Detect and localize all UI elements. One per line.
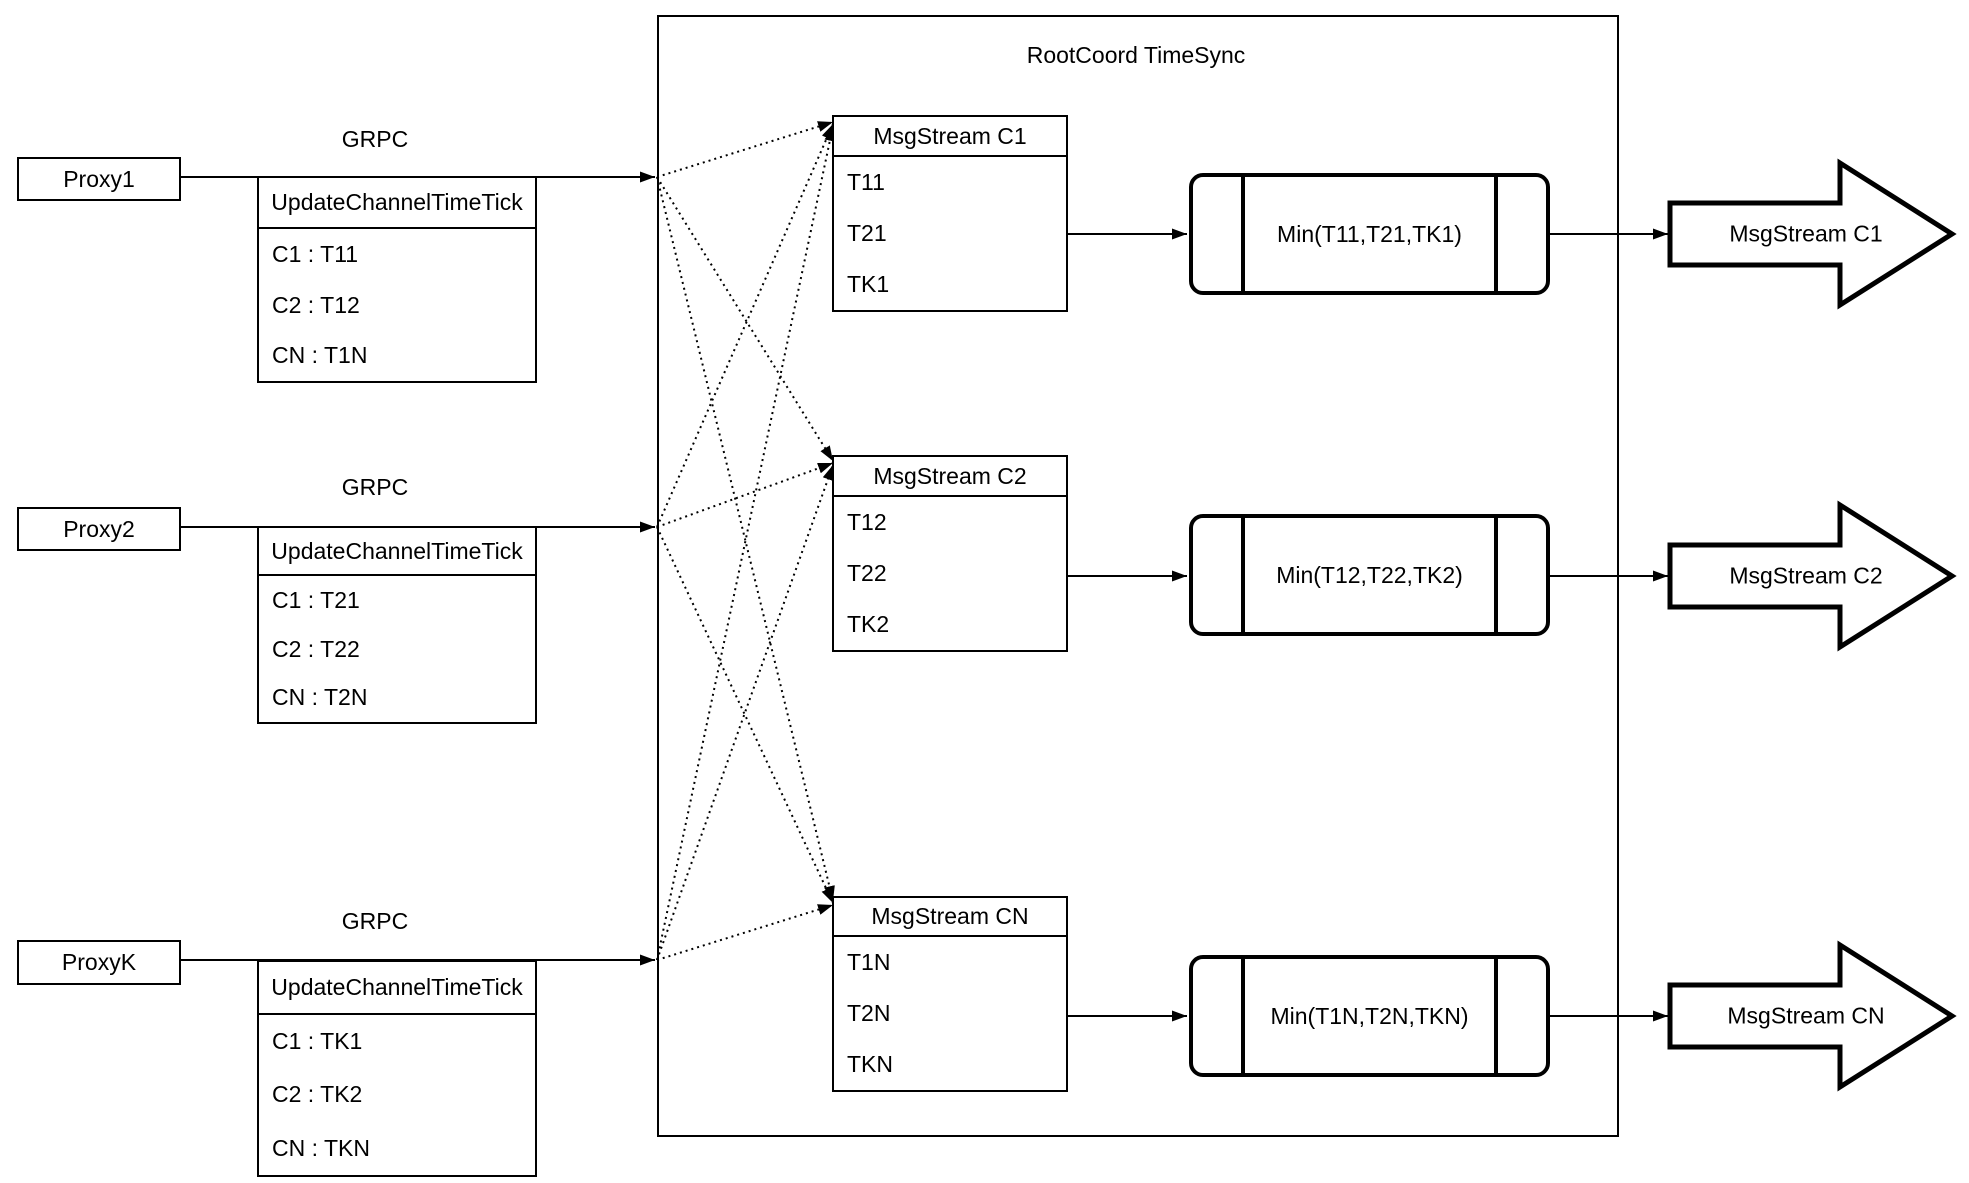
min-node-2-label: Min(T12,T22,TK2) xyxy=(1276,561,1463,588)
table-row: CN : T1N xyxy=(272,342,368,369)
output-arrow-shape-c1 xyxy=(1667,158,1957,310)
proxyk-label: ProxyK xyxy=(61,949,137,975)
output-arrow-c2-label: MsgStream C2 xyxy=(1729,562,1883,589)
table-row: C1 : T11 xyxy=(272,240,359,267)
update-table-3-body: C1 : TK1 C2 : TK2 CN : TKN xyxy=(259,1015,535,1175)
table-row: CN : T2N xyxy=(272,684,368,711)
proxy1-box: Proxy1 xyxy=(17,157,181,201)
table-row: C1 : TK1 xyxy=(272,1028,363,1055)
update-table-1-header: UpdateChannelTimeTick xyxy=(259,178,535,229)
proxy2-box: Proxy2 xyxy=(17,507,181,551)
min-node-2-right-divider xyxy=(1494,518,1498,632)
update-table-3-header: UpdateChannelTimeTick xyxy=(259,962,535,1015)
update-channel-timetick-table-1: UpdateChannelTimeTick C1 : T11 C2 : T12 … xyxy=(257,176,537,383)
dotted-link-proxy1-c1 xyxy=(656,121,834,178)
grpc-label-row1: GRPC xyxy=(341,126,409,152)
proxyk-box: ProxyK xyxy=(17,940,181,985)
msgstream-c1-table: MsgStream C1 T11 T21 TK1 xyxy=(832,115,1068,312)
min-node-2: Min(T12,T22,TK2) xyxy=(1189,514,1550,636)
table-row: TKN xyxy=(847,1051,893,1077)
table-row: T22 xyxy=(847,560,887,586)
output-arrow-shape-cn xyxy=(1667,940,1957,1092)
msgstream-c2-body: T12 T22 TK2 xyxy=(834,497,1066,650)
update-table-2-body: C1 : T21 C2 : T22 CN : T2N xyxy=(259,576,535,722)
update-table-2-header: UpdateChannelTimeTick xyxy=(259,528,535,576)
table-row: T2N xyxy=(847,1000,891,1026)
dotted-link-proxy1-c2 xyxy=(656,176,834,462)
table-row: TK1 xyxy=(847,271,890,297)
table-row: CN : TKN xyxy=(272,1134,370,1161)
update-channel-timetick-table-2: UpdateChannelTimeTick C1 : T21 C2 : T22 … xyxy=(257,526,537,724)
update-channel-timetick-table-3: UpdateChannelTimeTick C1 : TK1 C2 : TK2 … xyxy=(257,960,537,1177)
table-row: TK2 xyxy=(847,611,890,637)
msgstream-c2-table: MsgStream C2 T12 T22 TK2 xyxy=(832,455,1068,652)
table-row: T11 xyxy=(847,169,885,195)
table-row: C1 : T21 xyxy=(272,586,360,613)
dotted-link-proxy2-cn xyxy=(656,526,834,904)
table-row: T1N xyxy=(847,949,891,975)
dotted-link-proxy2-c1 xyxy=(656,123,834,528)
min-node-3-label: Min(T1N,T2N,TKN) xyxy=(1270,1002,1469,1029)
msgstream-cn-body: T1N T2N TKN xyxy=(834,937,1066,1090)
dotted-link-proxyk-cn xyxy=(656,904,834,961)
table-row: C2 : TK2 xyxy=(272,1081,363,1108)
table-row: T21 xyxy=(847,220,887,246)
proxy2-label: Proxy2 xyxy=(63,515,135,542)
grpc-label-row3: GRPC xyxy=(341,908,409,934)
table-row: T12 xyxy=(847,509,887,535)
min-node-1-right-divider xyxy=(1494,177,1498,291)
min-node-1: Min(T11,T21,TK1) xyxy=(1189,173,1550,295)
proxy1-label: Proxy1 xyxy=(63,165,135,192)
min-node-3-left-divider xyxy=(1241,959,1245,1073)
msgstream-cn-header: MsgStream CN xyxy=(834,898,1066,937)
dotted-link-proxy2-c2 xyxy=(656,462,834,528)
dotted-link-proxy1-cn xyxy=(656,176,835,902)
min-node-3: Min(T1N,T2N,TKN) xyxy=(1189,955,1550,1077)
min-node-3-right-divider xyxy=(1494,959,1498,1073)
msgstream-cn-table: MsgStream CN T1N T2N TKN xyxy=(832,896,1068,1092)
msgstream-c2-header: MsgStream C2 xyxy=(834,457,1066,497)
min-node-1-left-divider xyxy=(1241,177,1245,291)
update-table-1-body: C1 : T11 C2 : T12 CN : T1N xyxy=(259,229,535,381)
dotted-link-proxyk-c1 xyxy=(656,125,836,961)
grpc-label-row2: GRPC xyxy=(341,474,409,500)
min-node-2-left-divider xyxy=(1241,518,1245,632)
msgstream-c1-body: T11 T21 TK1 xyxy=(834,157,1066,310)
output-arrow-c1-label: MsgStream C1 xyxy=(1729,220,1883,247)
rootcoord-timesync-title: RootCoord TimeSync xyxy=(1026,42,1246,68)
msgstream-c1-header: MsgStream C1 xyxy=(834,117,1066,157)
output-arrow-cn-label: MsgStream CN xyxy=(1727,1002,1885,1029)
min-node-1-label: Min(T11,T21,TK1) xyxy=(1277,220,1462,247)
output-arrow-shape-c2 xyxy=(1667,500,1957,652)
table-row: C2 : T22 xyxy=(272,635,360,662)
table-row: C2 : T12 xyxy=(272,291,360,318)
